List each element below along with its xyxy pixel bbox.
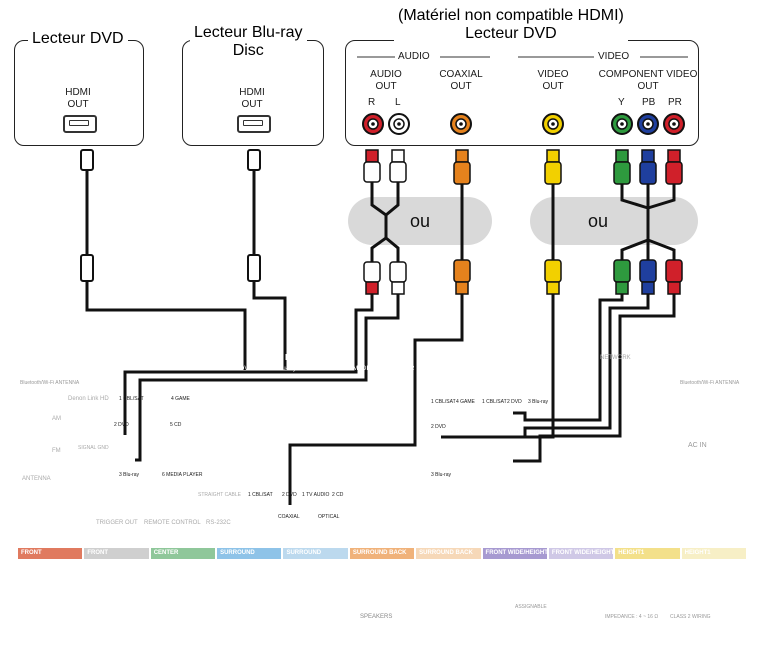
audio-input-4-label: 4 GAME [171, 396, 190, 402]
antenna-label: ANTENNA [22, 476, 51, 482]
hdmi-input-7-label: 7 CD [418, 366, 432, 372]
component-input-1-label: 1 CBL/SAT [482, 399, 507, 405]
straight-cable-label: STRAIGHT CABLE [198, 492, 241, 498]
rca-video-out [542, 113, 564, 135]
dvd-player-box [14, 40, 144, 146]
rca-audio-l-out [388, 113, 410, 135]
digital-input-3-label: 1 TV AUDIO [302, 492, 330, 498]
bluray-hdmi-out-port [237, 115, 271, 133]
digital-input-1-label: 1 CBL/SAT [248, 492, 273, 498]
am-label: AM [52, 416, 61, 422]
coaxial-label: COAXIAL [278, 514, 300, 520]
digital-input-2-label: 2 DVD [282, 492, 297, 498]
hdmi-cable-bluray [247, 149, 287, 370]
r-label: R [368, 97, 376, 108]
dvd-non-hdmi-title: (Matériel non compatible HDMI)Lecteur DV… [394, 7, 628, 43]
optical-label: OPTICAL [318, 514, 340, 520]
pr-label: PR [668, 97, 682, 108]
pb-label: PB [642, 97, 656, 108]
component-input-3-label: 3 Blu-ray [528, 399, 549, 405]
speakers-label: SPEAKERS [360, 614, 393, 620]
component-video-label: COMPONENT VIDEO [484, 480, 544, 486]
speaker-zone-7: SURROUND BACK [416, 548, 481, 559]
y-label: Y [618, 97, 625, 108]
fm-label: FM [52, 448, 61, 454]
assignable-label: ASSIGNABLE [515, 604, 547, 610]
impedance-label: IMPEDANCE : 4 ~ 16 Ω [605, 614, 659, 620]
video-header: VIDEO [598, 51, 630, 62]
rca-coaxial-out [450, 113, 472, 135]
component-input-2-label: 2 DVD [507, 399, 522, 405]
video-input-4-label: 4 GAME [456, 399, 475, 405]
audio-header: AUDIO [398, 51, 430, 62]
speaker-zone-11: HEIGHT1 [681, 548, 746, 559]
or-pill-video [530, 197, 698, 245]
hdmi-input-6-label: 6 AUX2 [394, 366, 415, 372]
audio-input-1-label: 1 CBL/SAT [119, 396, 144, 402]
video-input-1-label: 1 CBL/SAT [431, 399, 456, 405]
speaker-zone-3: CENTER [150, 548, 216, 559]
speaker-zone-5: SURROUND [283, 548, 348, 559]
trigger-out-label: TRIGGER OUT [96, 520, 138, 526]
hdmi-input-2-label: 2 DVD [235, 366, 253, 372]
rca-component-pb-out [637, 113, 659, 135]
rca-component-pr-out [663, 113, 685, 135]
audio-rca-upper-plugs [123, 149, 407, 462]
ac-in-label: AC IN [688, 442, 707, 449]
digital-audio-label: DIGITAL AUDIO [260, 519, 312, 526]
remote-control-label: REMOTE CONTROL [144, 520, 201, 526]
signal-gnd-label: SIGNAL GND [78, 445, 109, 451]
speaker-zone-8: FRONT WIDE/HEIGHT2 [482, 548, 547, 559]
video-input-2-label: 2 DVD [431, 424, 446, 430]
speaker-zone-1: FRONT [18, 548, 83, 559]
speaker-zone-9: FRONT WIDE/HEIGHT2 [548, 548, 614, 559]
left-antenna-label: Bluetooth/Wi-Fi ANTENNA [20, 380, 80, 386]
hdmi-input-header: HDMI [285, 353, 306, 362]
hdmi-input-3-label: 3 Blu-ray [272, 366, 297, 372]
hdmi-input-1-label: 1 CBL/SAT [185, 366, 215, 372]
or-label-video: ou [588, 211, 609, 231]
speaker-zone-2: FRONT [84, 548, 149, 559]
audio-input-6-label: 6 MEDIA PLAYER [162, 472, 203, 478]
speaker-zone-6: SURROUND BACK [349, 548, 415, 559]
right-antenna-label: Bluetooth/Wi-Fi ANTENNA [680, 380, 740, 386]
component-cable [513, 149, 683, 463]
rca-audio-r-out [362, 113, 384, 135]
audio-input-3-label: 3 Blu-ray [119, 472, 140, 478]
dvd-hdmi-out-port [63, 115, 97, 133]
digital-input-4-label: 2 CD [332, 492, 344, 498]
rca-component-y-out [611, 113, 633, 135]
analog-audio-label: AUDIO [140, 481, 163, 488]
hdmi-input-4-label: 4 GAME [316, 366, 339, 372]
coaxial-cable [288, 149, 471, 505]
hdmi-cable-dvd [80, 149, 247, 370]
audio-input-5-label: 5 CD [170, 422, 182, 428]
video-input-label: VIDEO [434, 489, 456, 496]
denon-link-label: Denon Link HD [68, 396, 109, 402]
speaker-zone-4: SURROUND [217, 548, 282, 559]
dvd-player-title: Lecteur DVD [28, 30, 128, 48]
audio-input-2-label: 2 DVD [114, 422, 129, 428]
class2-label: CLASS 2 WIRING [670, 614, 711, 620]
speaker-zone-10: HEIGHT1 [615, 548, 680, 559]
hdmi-input-5-label: 5 MEDIA PLAYER [348, 366, 397, 372]
video-input-3-label: 3 Blu-ray [431, 472, 452, 478]
rs232c-label: RS-232C [206, 520, 231, 526]
network-label: NETWORK [600, 355, 631, 361]
or-label-audio: ou [410, 211, 431, 231]
l-label: L [395, 97, 401, 108]
